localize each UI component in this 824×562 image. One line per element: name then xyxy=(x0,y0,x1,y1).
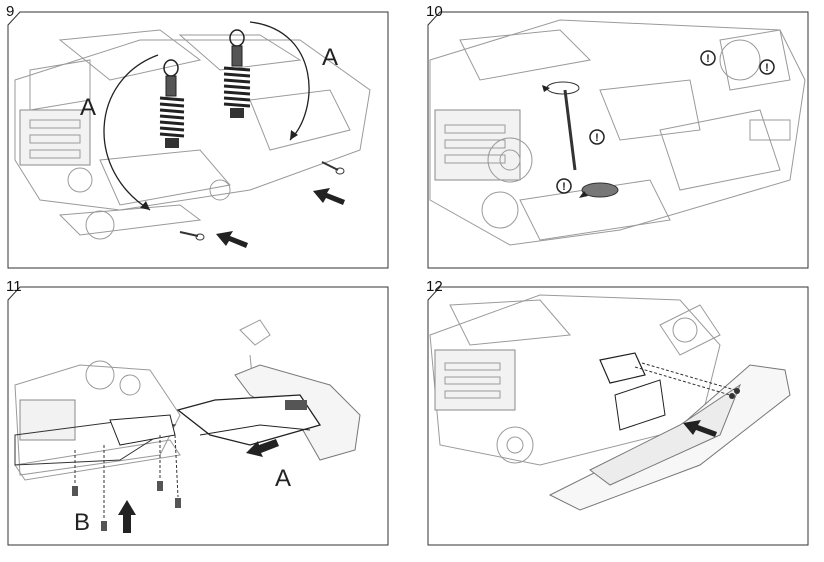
step-number: 12 xyxy=(426,278,443,295)
svg-text:!: ! xyxy=(765,62,769,74)
step-number: 9 xyxy=(6,3,15,20)
svg-text:!: ! xyxy=(562,181,566,193)
bumper-drawing xyxy=(548,364,791,511)
link-rod xyxy=(542,81,619,198)
step-panel-11: 11 xyxy=(0,275,395,562)
screw-icon xyxy=(634,366,735,399)
warning-icon: ! xyxy=(759,59,775,75)
screw-icon xyxy=(72,450,78,496)
arrow-icon xyxy=(216,231,248,248)
screw-icon xyxy=(157,435,163,491)
step-panel-9: 9 xyxy=(0,0,395,275)
illustration xyxy=(429,294,791,511)
warning-icon: ! xyxy=(589,129,605,145)
warning-icon: ! xyxy=(700,50,716,66)
screw-icon xyxy=(321,161,345,175)
step-panel-12: 12 xyxy=(420,275,824,562)
bumper-drawing xyxy=(176,364,361,461)
screw-icon xyxy=(174,434,181,508)
panel-frame xyxy=(7,286,389,546)
front-plate xyxy=(599,352,666,431)
step-number: 10 xyxy=(426,3,443,20)
arrow-icon xyxy=(118,500,136,533)
illustration: ! ! ! ! xyxy=(429,19,806,246)
screw-icon xyxy=(179,231,205,241)
callout-label: A xyxy=(322,44,339,71)
shock-absorber-icon xyxy=(159,59,185,148)
screw-icon xyxy=(101,445,107,531)
arrow-icon xyxy=(246,439,279,457)
arrow-icon xyxy=(683,420,717,437)
callout-label: A xyxy=(275,465,292,492)
shock-absorber-icon xyxy=(223,29,251,118)
warning-icon: ! xyxy=(556,178,572,194)
step-panel-10: 10 ! xyxy=(420,0,824,275)
curved-arrow-icon xyxy=(249,21,310,141)
panel-frame xyxy=(427,286,809,546)
step-number: 11 xyxy=(6,278,22,295)
svg-text:!: ! xyxy=(706,53,710,65)
panel-frame xyxy=(427,11,809,269)
chassis-drawing xyxy=(429,19,806,246)
svg-text:!: ! xyxy=(595,132,599,144)
illustration xyxy=(14,21,371,248)
panel-frame xyxy=(7,11,389,269)
callout-label: A xyxy=(80,94,97,121)
illustration xyxy=(14,319,361,533)
curved-arrow-icon xyxy=(103,54,159,211)
chassis-drawing xyxy=(429,294,721,466)
arrow-icon xyxy=(313,188,345,205)
screw-icon xyxy=(641,362,740,394)
callout-label: B xyxy=(74,509,91,536)
chassis-drawing xyxy=(14,29,371,240)
